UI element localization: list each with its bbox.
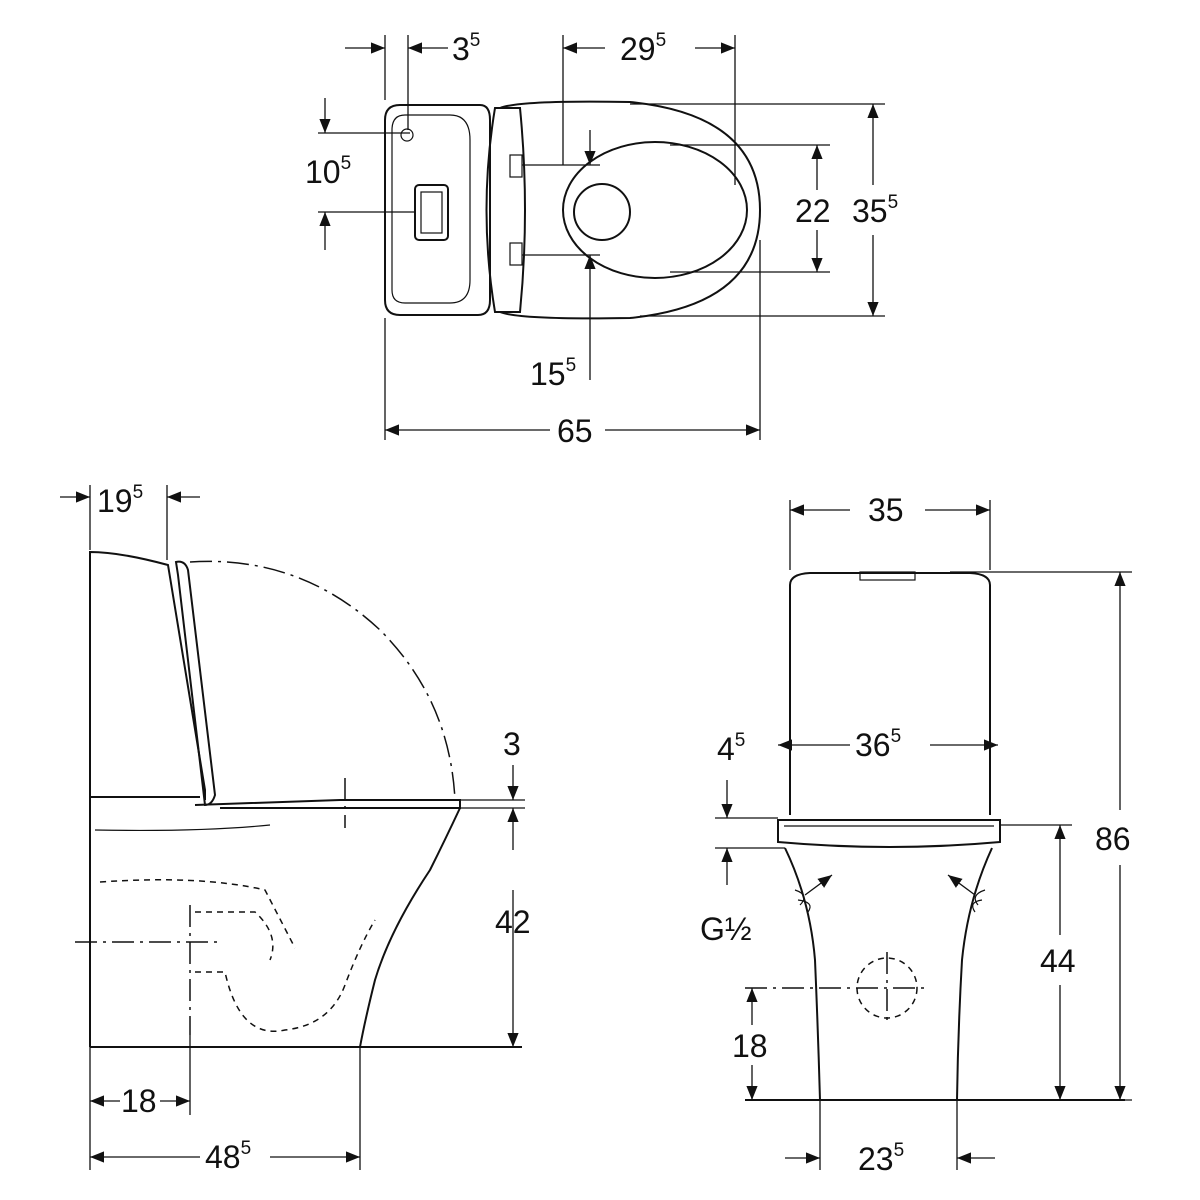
- hinge-right: [509, 242, 523, 266]
- top-view: 35 295 105 22 355 155 65: [305, 30, 898, 449]
- dim-label-29-5: 295: [620, 30, 666, 67]
- dim-label-35-5: 355: [852, 192, 898, 229]
- tank-side: [89, 550, 206, 1047]
- side-view: 195 3 42 18 485: [60, 482, 531, 1175]
- dim-label-18-side: 18: [121, 1083, 157, 1119]
- pedestal-left: [784, 847, 821, 1101]
- front-view: 35 365 45 G½ 86 44 18 235: [700, 492, 1132, 1177]
- dim-label-22: 22: [795, 193, 831, 229]
- flush-button-inner: [420, 191, 443, 234]
- seat-side: [90, 796, 461, 809]
- dim-label-44: 44: [1040, 943, 1076, 979]
- flush-button-front: [859, 571, 916, 581]
- hinge-left: [509, 154, 523, 178]
- dim-label-10-5: 105: [305, 153, 351, 190]
- lid-swing-arc: [189, 560, 456, 801]
- dim-label-3-5: 35: [452, 30, 480, 67]
- flush-button: [414, 184, 449, 241]
- dim-label-3: 3: [503, 726, 521, 762]
- dim-label-36-5: 365: [855, 726, 901, 763]
- dim-label-35: 35: [868, 492, 904, 528]
- dim-label-65: 65: [557, 413, 593, 449]
- bowl-outer: [499, 100, 762, 320]
- dim-label-23-5: 235: [858, 1140, 904, 1177]
- pedestal-right: [956, 847, 993, 1101]
- seat-hinge: [485, 107, 526, 313]
- bowl-front: [359, 807, 461, 1048]
- dim-label-15-5: 155: [530, 355, 576, 392]
- dim-label-19-5: 195: [97, 482, 143, 519]
- dim-label-48-5: 485: [205, 1138, 251, 1175]
- tank-inner-panel: [391, 114, 471, 304]
- trap-path: [99, 879, 376, 1032]
- dim-label-42: 42: [495, 904, 531, 940]
- seat-ring: [562, 141, 748, 279]
- dim-label-4-5: 45: [717, 730, 745, 767]
- bowl-opening: [573, 183, 631, 241]
- tank-front: [789, 572, 991, 815]
- fill-valve-mark: [400, 128, 414, 142]
- tank-outline: [384, 104, 491, 316]
- lid-raised: [174, 560, 217, 807]
- inlet-left-symbol: [794, 889, 811, 913]
- seat-front: [777, 819, 1001, 848]
- dim-label-18-front: 18: [732, 1028, 768, 1064]
- bowl-rim-line: [94, 824, 271, 832]
- thread-label-g-half: G½: [700, 911, 752, 947]
- inlet-right-symbol: [972, 889, 986, 913]
- dim-label-86: 86: [1095, 821, 1131, 857]
